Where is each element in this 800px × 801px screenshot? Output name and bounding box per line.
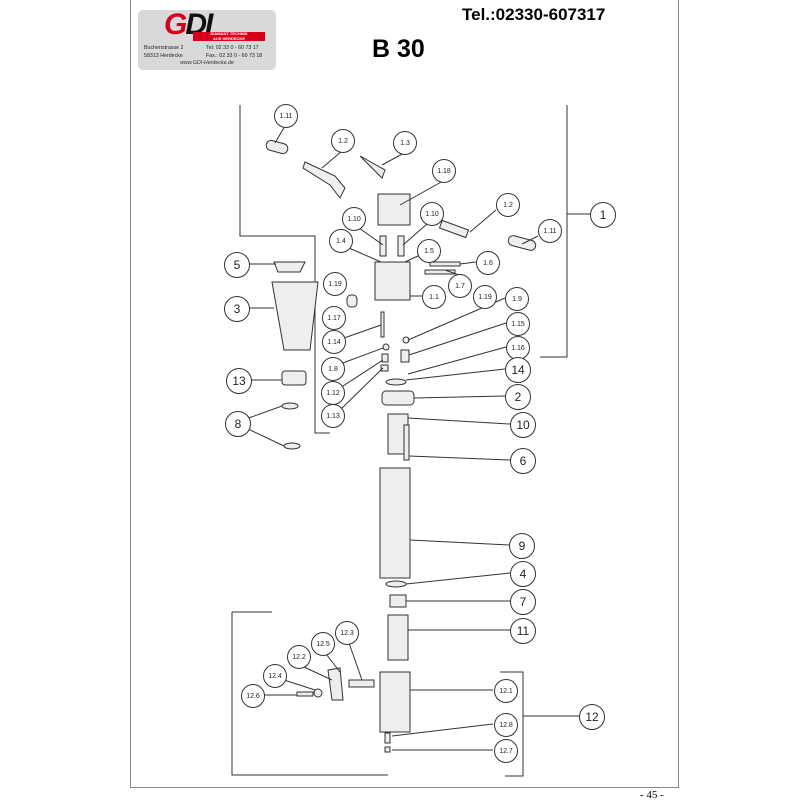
group-12-bracket-right — [500, 671, 524, 777]
callout-1-17: 1.17 — [322, 306, 346, 330]
callout-12-4: 12.4 — [263, 664, 287, 688]
callout-12-7: 12.7 — [494, 739, 518, 763]
callout-1-7: 1.7 — [448, 274, 472, 298]
logo-contact: Tel: 02 33 0 - 60 73 17 Fax.: 02 33 0 - 6… — [206, 44, 262, 60]
callout-12: 12 — [579, 704, 605, 730]
callout-1-19: 1.19 — [323, 272, 347, 296]
parts — [265, 139, 537, 753]
callout-1-14: 1.14 — [322, 330, 346, 354]
callout-1-11: 1.11 — [274, 104, 298, 128]
group-bracket-right — [540, 105, 568, 358]
callout-1-11: 1.11 — [538, 219, 562, 243]
callout-12-2: 12.2 — [287, 645, 311, 669]
callout-1-12: 1.12 — [321, 381, 345, 405]
logo-web: www.GDI-Herdecke.de — [180, 60, 234, 66]
callout-1-9: 1.9 — [505, 287, 529, 311]
callout-6: 6 — [510, 448, 536, 474]
callout-9: 9 — [509, 533, 535, 559]
callout-1-5: 1.5 — [417, 239, 441, 263]
callout-12-8: 12.8 — [494, 713, 518, 737]
callout-1-16: 1.16 — [506, 336, 530, 360]
callout-7: 7 — [510, 589, 536, 615]
callout-1-18: 1.18 — [432, 159, 456, 183]
street: Buchenstrasse 2 — [144, 45, 184, 51]
city: 58313 Herdecke — [144, 53, 183, 59]
callout-4: 4 — [510, 561, 536, 587]
phone-number: Tel.:02330-607317 — [462, 5, 606, 24]
callout-3: 3 — [224, 296, 250, 322]
callout-1-15: 1.15 — [506, 312, 530, 336]
page-title: B 30 — [372, 35, 425, 63]
page-frame — [130, 0, 679, 788]
tagline-1: DIAMANT-TECHNIK — [210, 31, 248, 36]
callout-1-2: 1.2 — [331, 129, 355, 153]
callout-14: 14 — [505, 357, 531, 383]
callout-1-3: 1.3 — [393, 131, 417, 155]
callout-12-5: 12.5 — [311, 632, 335, 656]
callout-10: 10 — [510, 412, 536, 438]
callout-1-2: 1.2 — [496, 193, 520, 217]
callout-1-19: 1.19 — [473, 285, 497, 309]
callout-1-6: 1.6 — [476, 251, 500, 275]
callout-12-6: 12.6 — [241, 684, 265, 708]
callout-2: 2 — [505, 384, 531, 410]
callout-12-3: 12.3 — [335, 621, 359, 645]
logo-address: Buchenstrasse 2 58313 Herdecke — [144, 44, 183, 60]
callout-1-4: 1.4 — [329, 229, 353, 253]
page-number: - 45 - — [640, 789, 664, 801]
callout-1-10: 1.10 — [420, 202, 444, 226]
tagline-2: AUS HERDECKE — [212, 35, 245, 41]
callout-5: 5 — [224, 252, 250, 278]
group-bracket-left — [239, 105, 330, 434]
logo-tel: Tel: 02 33 0 - 60 73 17 — [206, 45, 259, 51]
logo-fax: Fax.: 02 33 0 - 60 73 18 — [206, 53, 263, 59]
callout-1-1: 1.1 — [422, 285, 446, 309]
callout-1-13: 1.13 — [321, 404, 345, 428]
callout-1-10: 1.10 — [342, 207, 366, 231]
group-12-bracket — [231, 612, 388, 776]
callout-12-1: 12.1 — [494, 679, 518, 703]
leader-lines — [245, 125, 539, 751]
callout-1: 1 — [590, 202, 616, 228]
callout-13: 13 — [226, 368, 252, 394]
callout-11: 11 — [510, 618, 536, 644]
callout-1-8: 1.8 — [321, 357, 345, 381]
callout-8: 8 — [225, 411, 251, 437]
